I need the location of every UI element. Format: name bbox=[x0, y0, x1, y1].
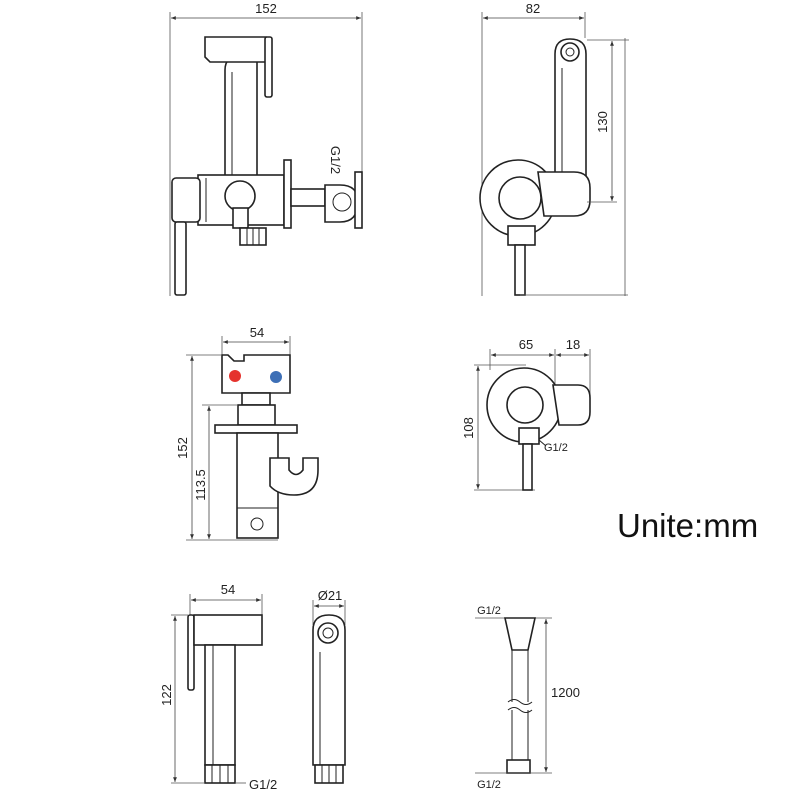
sprayer-front-handle bbox=[204, 644, 236, 766]
valve-bottom-outlet bbox=[250, 517, 264, 531]
hose-upper-section bbox=[511, 650, 529, 702]
sprayer-front-view: 54 122 G1/2 bbox=[159, 582, 277, 792]
valve-side-cap bbox=[506, 386, 544, 424]
units-label: Unite:mm bbox=[617, 507, 758, 544]
hose-top-cone bbox=[504, 617, 536, 651]
hose-top-thread-label: G1/2 bbox=[477, 605, 501, 617]
sprayer-side-face-inner bbox=[322, 627, 334, 639]
valve-side-lever bbox=[522, 443, 533, 491]
holder-wall-plate bbox=[354, 171, 363, 229]
hose-bottom-nut bbox=[506, 759, 531, 774]
hose-view: G1/2 G1/2 1200 bbox=[475, 605, 580, 791]
handle-base bbox=[171, 177, 201, 223]
hot-indicator bbox=[229, 370, 241, 382]
sprayer-trigger bbox=[264, 36, 273, 98]
sprayer-side-view: Ø21 bbox=[312, 588, 346, 784]
valve-body-height-label: 113.5 bbox=[193, 469, 208, 501]
front-width-label: 152 bbox=[255, 1, 277, 16]
side-shower-holder bbox=[537, 171, 591, 217]
shower-holder-hole bbox=[332, 192, 352, 212]
cold-indicator bbox=[270, 371, 282, 383]
valve-total-height-label: 152 bbox=[175, 437, 190, 459]
spray-face-inner bbox=[565, 47, 575, 57]
shower-holder bbox=[324, 184, 359, 223]
ring-height-label: 108 bbox=[461, 417, 476, 439]
valve-shower-holder bbox=[269, 457, 319, 496]
front-view: 152 G1/2 bbox=[169, 1, 363, 296]
wall-flange bbox=[283, 159, 292, 229]
sprayer-front-nut-ridges bbox=[211, 765, 229, 783]
side-depth-label: 82 bbox=[526, 1, 540, 16]
side-view: 82 130 bbox=[479, 1, 629, 296]
holder-ring bbox=[224, 180, 256, 212]
sprayer-front-head bbox=[193, 614, 263, 646]
hose-lower-section bbox=[511, 710, 529, 760]
valve-cap bbox=[498, 176, 542, 220]
sprayer-front-trigger bbox=[187, 614, 195, 691]
handle-lever bbox=[174, 221, 187, 296]
side-sprayer-body bbox=[554, 38, 587, 206]
hose-break-mark-upper bbox=[507, 699, 533, 705]
sprayer-side-body bbox=[312, 614, 346, 766]
sprayer-width-label: 54 bbox=[221, 582, 235, 597]
hose-length-label: 1200 bbox=[551, 685, 580, 700]
outlet-nut-ridges bbox=[246, 228, 260, 245]
sprayer-height-label-front: 122 bbox=[159, 684, 174, 706]
diameter-label: Ø21 bbox=[318, 588, 343, 603]
hose-bottom-thread-label: G1/2 bbox=[477, 779, 501, 791]
side-outlet-nut bbox=[507, 225, 536, 246]
front-thread-label: G1/2 bbox=[328, 146, 343, 174]
valve-cap bbox=[237, 404, 276, 426]
valve-side-outlet bbox=[518, 427, 540, 445]
valve-side-thread-label: G1/2 bbox=[544, 442, 568, 454]
connector-pipe bbox=[290, 188, 326, 207]
sprayer-thread-label: G1/2 bbox=[249, 777, 277, 792]
sprayer-side-face bbox=[317, 622, 339, 644]
outlet-stem bbox=[232, 207, 249, 229]
ring-width-label: 65 bbox=[519, 337, 533, 352]
side-handle-lever bbox=[514, 244, 526, 296]
valve-flange bbox=[214, 424, 298, 434]
valve-side-thread-leader bbox=[538, 439, 547, 447]
spray-face bbox=[560, 42, 580, 62]
valve-side-view: 65 18 108 G1/2 bbox=[461, 337, 591, 491]
sprayer-head bbox=[204, 36, 267, 63]
sprayer-side-nut-ridges bbox=[321, 765, 337, 783]
sprayer-height-label: 130 bbox=[595, 111, 610, 133]
valve-front-view: 54 152 113.5 bbox=[175, 325, 319, 541]
holder-width-label: 18 bbox=[566, 337, 580, 352]
valve-side-holder bbox=[552, 384, 591, 426]
valve-width-label: 54 bbox=[250, 325, 264, 340]
valve-cap-top bbox=[241, 392, 271, 406]
sprayer-body bbox=[224, 55, 258, 177]
